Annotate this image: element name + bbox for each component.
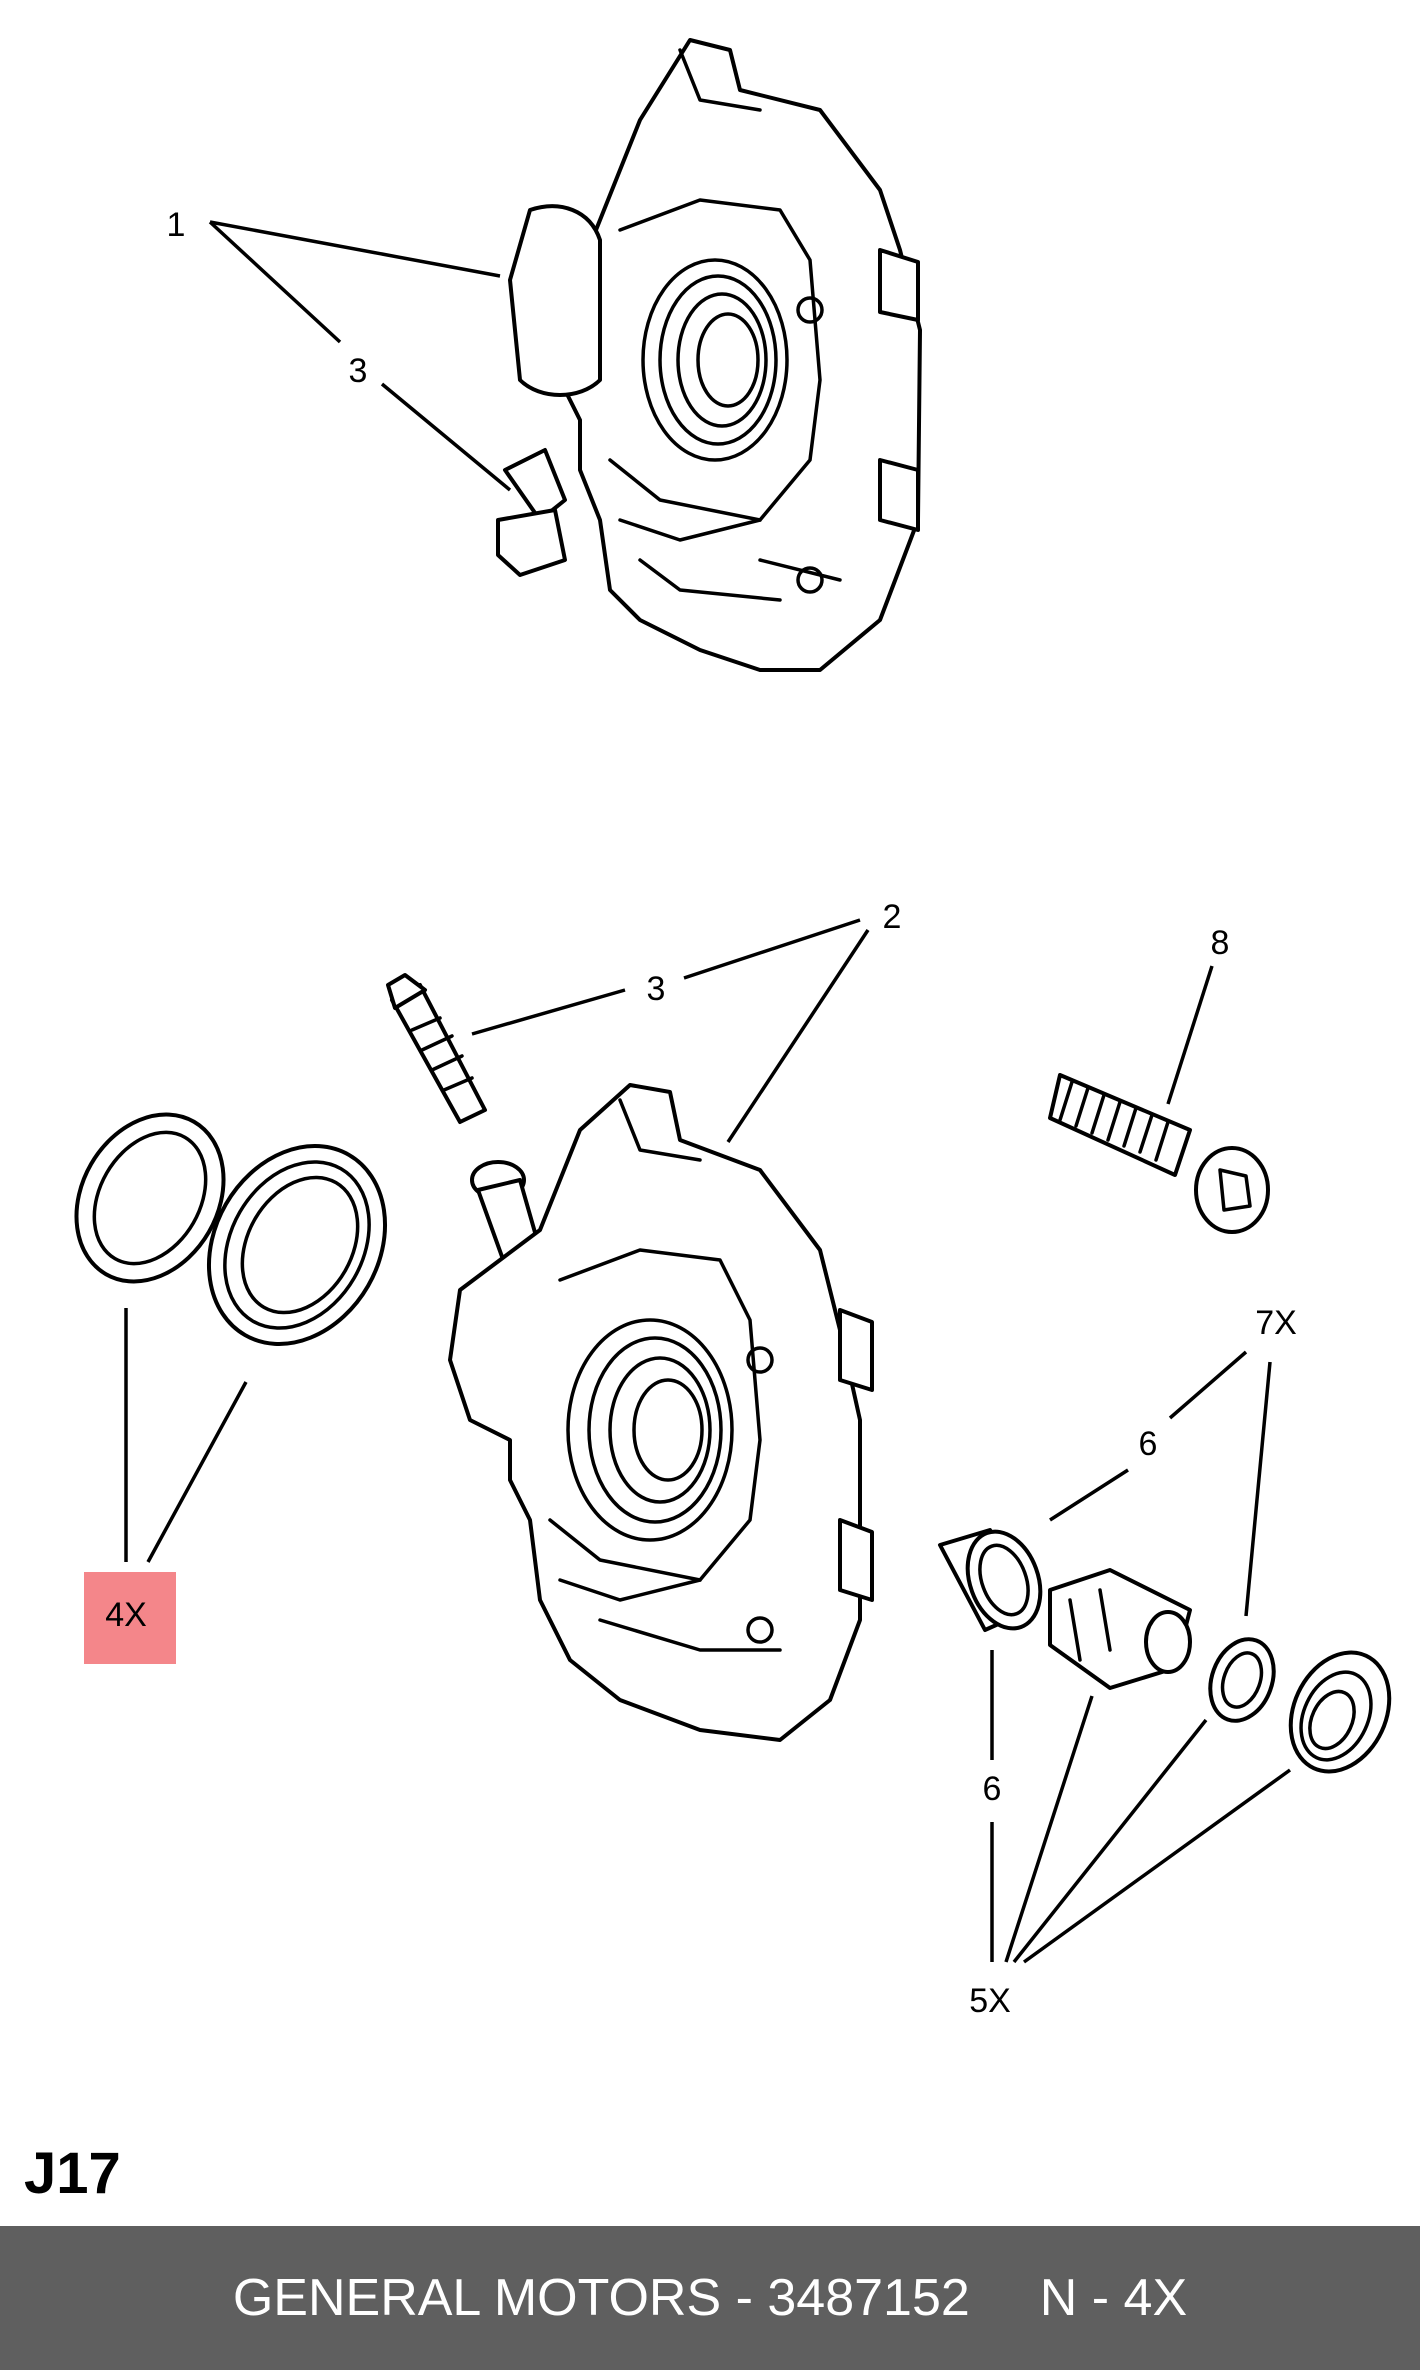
- callout-1-leader-b: [208, 220, 342, 344]
- footer-bar: GENERAL MOTORS - 3487152 N - 4X: [0, 2226, 1420, 2370]
- callout-7x-leader-a: [1168, 1350, 1248, 1420]
- exploded-brake-caliper-diagram: 1 3 4X 3: [74, 38, 1392, 2020]
- callout-3-text: 3: [647, 970, 666, 1008]
- callout-5x-leader-d: [1022, 1768, 1292, 1964]
- callout-3-to-2-leader: [683, 918, 861, 980]
- callout-7x-leader-b: [1244, 1361, 1272, 1617]
- callout-2-text: 2: [883, 898, 902, 936]
- callout-6-upper-leader: [1049, 1468, 1129, 1522]
- guide-sleeve-kit: [938, 1528, 1392, 1774]
- footer-brand-part: GENERAL MOTORS - 3487152: [232, 2269, 970, 2327]
- callout-8-text: 8: [1211, 924, 1230, 962]
- qty-7x-text: 7X: [1255, 1304, 1297, 1342]
- callout-4x-leader-b: [146, 1381, 248, 1563]
- footer-note: N - 4X: [1039, 2269, 1188, 2327]
- callout-1-leader: [209, 220, 501, 278]
- qty-5x-text: 5X: [969, 1982, 1011, 2020]
- callout-3-top-leader: [380, 382, 512, 492]
- callout-3-leader: [471, 988, 626, 1036]
- bleeder-screw: [386, 973, 487, 1124]
- callout-5x-leader-c: [1012, 1718, 1208, 1964]
- qty-4x-text: 4X: [105, 1596, 147, 1634]
- callout-1-text: 1: [167, 206, 186, 244]
- top-caliper-assembly: [496, 38, 922, 672]
- caliper-body: [448, 1083, 874, 1742]
- callout-6-upper-text: 6: [1139, 1425, 1158, 1463]
- page-code: J17: [24, 2141, 121, 2206]
- callout-5x-leader-b: [1004, 1695, 1094, 1963]
- callout-2-leader: [726, 929, 870, 1143]
- callout-6-lower-text: 6: [983, 1770, 1002, 1808]
- guide-bolt: [1048, 1073, 1270, 1234]
- qty-4x-highlight: [84, 1572, 176, 1664]
- callout-3-top-text: 3: [349, 352, 368, 390]
- callout-8-leader: [1166, 965, 1214, 1105]
- piston-seal-kit: [74, 1112, 388, 1346]
